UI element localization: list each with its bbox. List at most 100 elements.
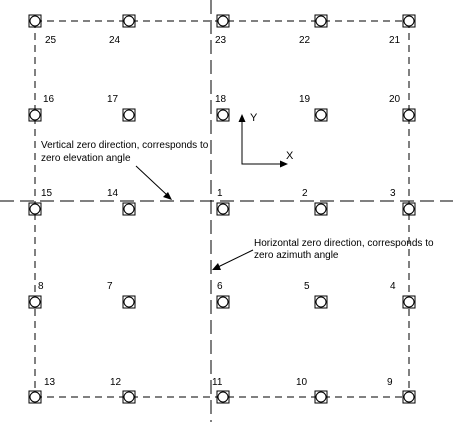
element-square: [122, 14, 136, 28]
element-circle: [315, 391, 327, 403]
element-number-label: 21: [389, 35, 401, 46]
element-square: [216, 202, 230, 216]
array-element-25: 25: [28, 14, 57, 46]
array-element-7: 7: [107, 281, 136, 309]
array-element-10: 10: [296, 377, 328, 404]
array-element-8: 8: [28, 281, 44, 309]
array-element-19: 19: [299, 94, 328, 122]
element-square: [122, 390, 136, 404]
vertical-zero-pointer-line: [135, 165, 168, 196]
array-element-2: 2: [302, 188, 328, 216]
element-number-label: 9: [387, 377, 393, 388]
element-square: [216, 108, 230, 122]
element-circle: [403, 296, 415, 308]
element-number-label: 23: [215, 35, 227, 46]
element-circle: [29, 296, 41, 308]
element-circle: [315, 296, 327, 308]
array-element-15: 15: [28, 188, 53, 216]
element-circle: [217, 109, 229, 121]
element-circle: [123, 15, 135, 27]
element-square: [402, 390, 416, 404]
element-circle: [123, 203, 135, 215]
element-circle: [217, 15, 229, 27]
element-square: [314, 295, 328, 309]
element-number-label: 2: [302, 188, 308, 199]
element-square: [402, 108, 416, 122]
element-number-label: 25: [45, 35, 57, 46]
array-element-1: 1: [216, 188, 230, 216]
xy-axes-indicator: Y X: [238, 112, 294, 168]
element-circle: [123, 109, 135, 121]
array-element-23: 23: [215, 14, 230, 46]
element-circle: [123, 296, 135, 308]
vertical-zero-annotation: Vertical zero direction, corresponds to …: [41, 140, 209, 200]
horizontal-zero-text-line-2: zero azimuth angle: [254, 250, 339, 261]
element-square: [402, 14, 416, 28]
element-number-label: 3: [390, 188, 396, 199]
element-square: [122, 108, 136, 122]
element-number-label: 6: [217, 281, 223, 292]
element-square: [122, 295, 136, 309]
element-number-label: 8: [38, 281, 44, 292]
element-circle: [315, 203, 327, 215]
element-number-label: 5: [304, 281, 310, 292]
element-number-label: 16: [43, 94, 55, 105]
element-square: [314, 14, 328, 28]
element-square: [216, 295, 230, 309]
element-square: [402, 202, 416, 216]
element-number-label: 14: [107, 188, 119, 199]
horizontal-zero-pointer-head: [212, 263, 221, 270]
element-square: [28, 390, 42, 404]
array-element-20: 20: [389, 94, 416, 122]
element-number-label: 4: [390, 281, 396, 292]
element-number-label: 12: [110, 377, 122, 388]
horizontal-zero-annotation: Horizontal zero direction, corresponds t…: [212, 238, 434, 270]
array-element-14: 14: [107, 188, 136, 216]
array-element-3: 3: [390, 188, 416, 216]
element-square: [28, 202, 42, 216]
array-element-24: 24: [109, 14, 136, 46]
array-element-5: 5: [304, 281, 328, 309]
array-element-11: 11: [212, 377, 230, 404]
horizontal-zero-pointer-line: [217, 249, 254, 268]
element-circle: [403, 15, 415, 27]
y-arrow-head: [238, 114, 246, 122]
array-element-18: 18: [215, 94, 230, 122]
element-circle: [29, 109, 41, 121]
element-number-label: 20: [389, 94, 401, 105]
vertical-zero-pointer-head: [163, 192, 172, 200]
array-element-13: 13: [28, 377, 56, 404]
array-element-21: 21: [389, 14, 416, 46]
xy-axes-lines: [241, 118, 284, 165]
element-number-label: 17: [107, 94, 119, 105]
array-element-6: 6: [216, 281, 230, 309]
element-circle: [123, 391, 135, 403]
element-square: [28, 14, 42, 28]
element-square: [28, 295, 42, 309]
element-number-label: 1: [217, 188, 223, 199]
element-circle: [29, 203, 41, 215]
element-circle: [217, 296, 229, 308]
element-circle: [315, 15, 327, 27]
element-square: [28, 108, 42, 122]
element-circle: [403, 203, 415, 215]
array-element-17: 17: [107, 94, 136, 122]
element-number-label: 7: [107, 281, 113, 292]
element-square: [216, 14, 230, 28]
array-element-4: 4: [390, 281, 416, 309]
element-circle: [217, 391, 229, 403]
element-number-label: 13: [44, 377, 56, 388]
element-number-label: 11: [212, 377, 223, 388]
element-number-label: 22: [299, 35, 311, 46]
element-number-label: 10: [296, 377, 308, 388]
element-square: [314, 202, 328, 216]
element-square: [314, 390, 328, 404]
x-arrow-head: [280, 160, 288, 168]
element-number-label: 24: [109, 35, 121, 46]
y-axis-label: Y: [250, 112, 258, 124]
element-circle: [403, 109, 415, 121]
element-square: [216, 390, 230, 404]
vertical-zero-text-line-1: Vertical zero direction, corresponds to: [41, 140, 209, 151]
